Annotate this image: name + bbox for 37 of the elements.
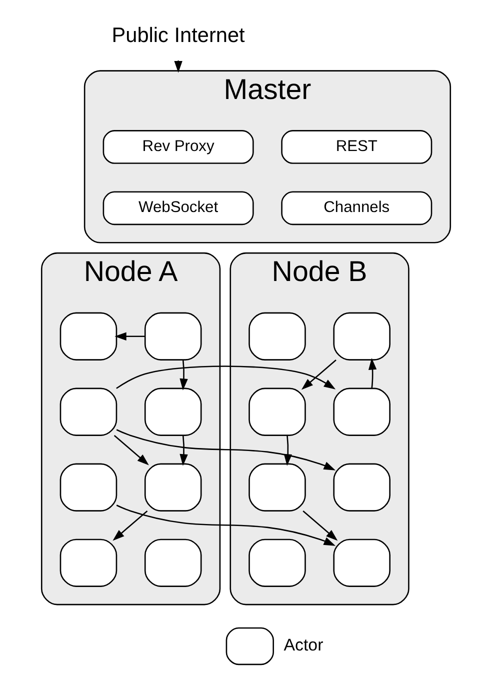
node-box [59,312,117,360]
arrow [116,366,336,390]
node-box: REST [280,130,432,164]
node-box [144,463,202,512]
arrow [179,360,188,390]
arrow [302,510,338,541]
node-box [144,538,202,587]
arrow [368,358,376,389]
node-box [248,388,306,436]
node-box [144,388,202,436]
arrow [300,359,336,390]
node-box [144,312,202,360]
node-box [332,388,390,436]
node-box [248,463,306,512]
legend-label: Actor [283,636,323,655]
arrow [116,504,336,546]
node-box: Rev Proxy [102,130,254,164]
cluster: Node A [40,252,220,606]
node-box [332,463,390,512]
arrow [116,429,336,470]
arrow [174,60,182,73]
node-box [59,463,117,512]
arrow [179,435,188,466]
arrow [112,510,148,541]
node-text: Public Internet [111,24,244,47]
cluster: Node B [229,252,409,606]
node-box [59,538,117,587]
node-box: Channels [280,191,432,226]
node-box: WebSocket [102,191,254,226]
node-box [59,388,117,436]
arrow [114,332,144,340]
node-box [332,312,390,360]
arrow [113,434,148,466]
node-box [248,538,306,587]
arrow [283,435,292,466]
node-box [332,538,390,587]
node-box [248,312,306,360]
